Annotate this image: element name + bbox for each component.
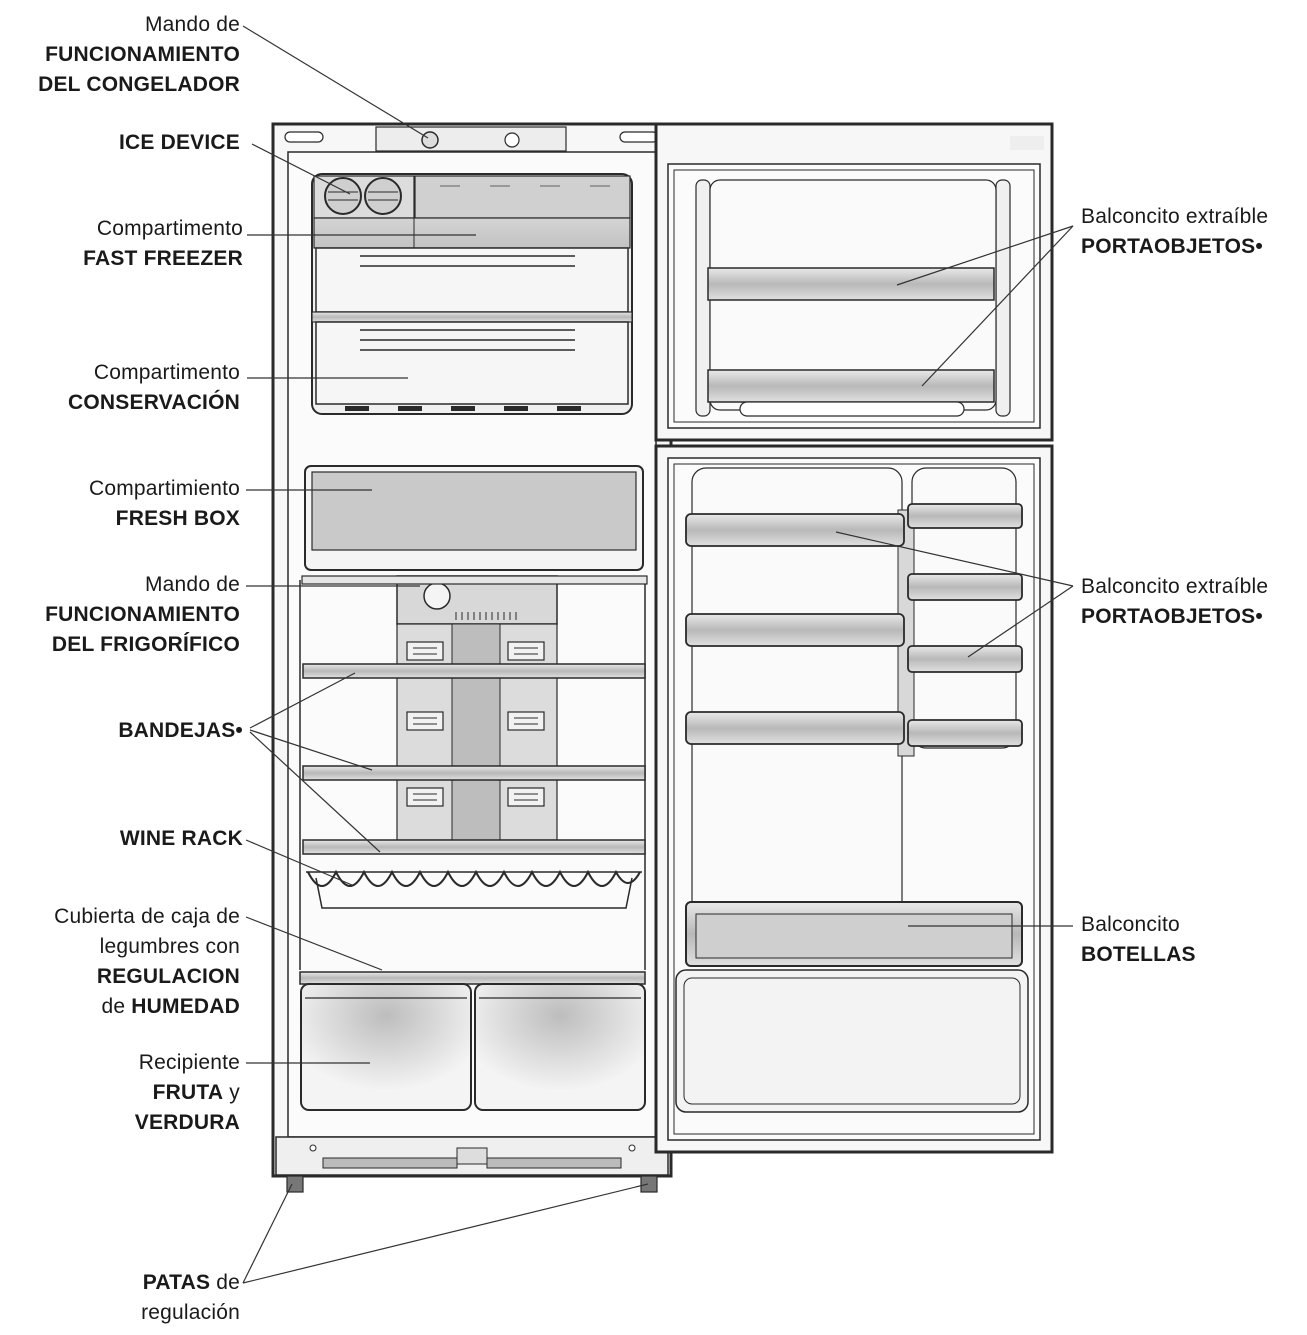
label-word: de xyxy=(101,995,126,1018)
label-line: FRESH BOX xyxy=(115,507,240,530)
label-line: WINE RACK xyxy=(119,827,243,850)
label-line: Mando de xyxy=(144,573,240,596)
fridge-door xyxy=(654,444,1054,1154)
label-line: VERDURA xyxy=(134,1111,240,1134)
label-line: REGULACION xyxy=(96,965,240,988)
label-fridge-control: Mando de FUNCIONAMIENTO DEL FRIGORÍFICO xyxy=(45,570,240,660)
leader-lines xyxy=(242,25,1074,1284)
label-line: CONSERVACIÓN xyxy=(68,391,240,414)
label-line: Balconcito extraíble xyxy=(1081,205,1269,228)
label-line: Mando de xyxy=(144,13,240,36)
label-word: FRUTA xyxy=(152,1081,224,1104)
label-fast-freezer: Compartimento FAST FREEZER xyxy=(83,214,243,274)
freezer-door xyxy=(654,122,1054,442)
label-word: PATAS xyxy=(142,1271,211,1294)
label-line: FRUTA y xyxy=(135,1078,240,1108)
label-line: Balconcito xyxy=(1081,913,1180,936)
label-line: Cubierta de caja de xyxy=(54,905,240,928)
label-line: de HUMEDAD xyxy=(54,992,240,1022)
label-line: DEL CONGELADOR xyxy=(38,73,240,96)
label-line: regulación xyxy=(141,1301,240,1324)
label-word: y xyxy=(229,1081,240,1104)
label-fresh-box: Compartimiento FRESH BOX xyxy=(89,474,240,534)
label-line: Compartimento xyxy=(96,217,243,240)
label-fridge-door-shelf: Balconcito extraíble PORTAOBJETOS• xyxy=(1081,572,1268,632)
label-conservacion: Compartimento CONSERVACIÓN xyxy=(68,358,240,418)
label-line: FUNCIONAMIENTO xyxy=(45,43,240,66)
label-line: PORTAOBJETOS• xyxy=(1081,235,1263,258)
label-feet: PATAS de regulación xyxy=(141,1268,240,1328)
label-line: DEL FRIGORÍFICO xyxy=(51,633,240,656)
label-freezer-door-shelf: Balconcito extraíble PORTAOBJETOS• xyxy=(1081,202,1268,262)
label-line: Compartimiento xyxy=(88,477,240,500)
fridge-compartment xyxy=(299,465,648,1111)
label-line: Recipiente xyxy=(138,1051,240,1074)
label-freezer-control: Mando de FUNCIONAMIENTO DEL CONGELADOR xyxy=(38,10,240,100)
label-line: BANDEJAS• xyxy=(118,719,243,742)
label-line: FAST FREEZER xyxy=(83,247,243,270)
label-word: de xyxy=(216,1271,240,1294)
label-bandejas: BANDEJAS• xyxy=(118,716,243,746)
label-line: BOTELLAS xyxy=(1081,943,1196,966)
label-line: FUNCIONAMIENTO xyxy=(45,603,240,626)
label-line: PATAS de xyxy=(141,1268,240,1298)
label-line: legumbres con xyxy=(99,935,240,958)
label-fruit-box: Recipiente FRUTA y VERDURA xyxy=(135,1048,240,1138)
freezer-compartment xyxy=(311,173,633,415)
label-ice-device: ICE DEVICE xyxy=(119,128,240,158)
label-line: Compartimento xyxy=(93,361,240,384)
label-line: Balconcito extraíble xyxy=(1081,575,1269,598)
label-line: PORTAOBJETOS• xyxy=(1081,605,1263,628)
label-wine-rack: WINE RACK xyxy=(120,824,243,854)
label-bottle-shelf: Balconcito BOTELLAS xyxy=(1081,910,1196,970)
label-word: HUMEDAD xyxy=(131,995,240,1018)
label-crisper-cover: Cubierta de caja de legumbres con REGULA… xyxy=(54,902,240,1022)
label-line: ICE DEVICE xyxy=(118,131,240,154)
